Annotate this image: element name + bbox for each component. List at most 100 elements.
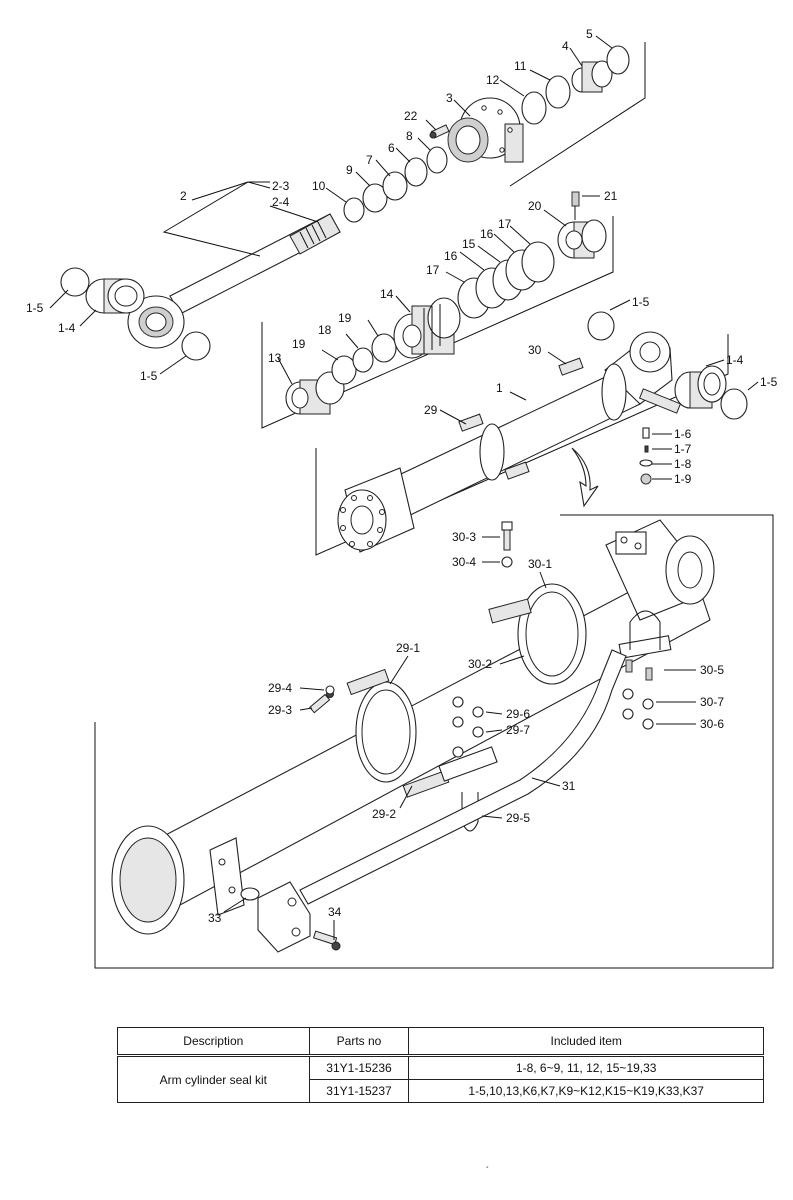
detail-arrow-icon xyxy=(571,447,599,508)
ring-10 xyxy=(343,197,365,223)
callout-18: 18 xyxy=(318,323,332,337)
callout-30-6: 30-6 xyxy=(700,717,724,731)
seal-ring-1-5-lower xyxy=(181,331,211,361)
callout-19-b: 19 xyxy=(338,311,352,325)
pipe-flange xyxy=(257,881,311,953)
header-parts-no: Parts no xyxy=(308,1027,410,1057)
callout-10: 10 xyxy=(312,179,326,193)
callout-3: 3 xyxy=(446,91,453,105)
cell-parts-no: 31Y1-15236 xyxy=(308,1055,410,1080)
callout-30-7: 30-7 xyxy=(700,695,724,709)
callout-4: 4 xyxy=(562,39,569,53)
pin-1-7 xyxy=(644,445,649,453)
callout-1-5-b: 1-5 xyxy=(140,369,158,383)
cell-parts-no: 31Y1-15237 xyxy=(308,1079,410,1103)
table-header-row: Description Parts no Included item xyxy=(117,1027,764,1057)
callout-33: 33 xyxy=(208,911,222,925)
band-30-1 xyxy=(488,583,587,685)
ring-6 xyxy=(404,157,428,187)
callout-labels: 2 2-3 2-4 1-5 1-4 1-5 10 9 7 6 8 22 3 12… xyxy=(26,27,778,925)
band-29 xyxy=(458,413,530,481)
leader-lines xyxy=(49,35,759,940)
callout-30-4: 30-4 xyxy=(452,555,476,569)
ring-12 xyxy=(521,91,547,125)
callout-30-5: 30-5 xyxy=(700,663,724,677)
o-ring-33 xyxy=(240,887,260,901)
callout-19-a: 19 xyxy=(292,337,306,351)
panel-outline-detail xyxy=(94,514,774,969)
bolt-30-3 xyxy=(501,521,513,551)
bushing-1-4-left xyxy=(85,278,145,314)
callout-14: 14 xyxy=(380,287,394,301)
bracket-30-2 xyxy=(618,610,672,659)
callout-1-4-b: 1-4 xyxy=(726,353,744,367)
callout-20: 20 xyxy=(528,199,542,213)
cell-included-item: 1-5,10,13,K6,K7,K9~K12,K15~K19,K33,K37 xyxy=(408,1079,764,1103)
callout-9: 9 xyxy=(346,163,353,177)
callout-1-5-d: 1-5 xyxy=(760,375,778,389)
band-30 xyxy=(558,357,682,421)
ring-7 xyxy=(382,171,408,201)
callout-1-4-a: 1-4 xyxy=(58,321,76,335)
nut-20 xyxy=(557,219,607,259)
ring-17-upper xyxy=(521,241,555,283)
ring-18 xyxy=(352,347,374,373)
callout-1-8: 1-8 xyxy=(674,457,692,471)
header-description: Description xyxy=(117,1027,310,1057)
callout-29-4: 29-4 xyxy=(268,681,292,695)
footer-mark: ´ xyxy=(486,1166,490,1177)
callout-7: 7 xyxy=(366,153,373,167)
table-row: 31Y1-15237 1-5,10,13,K6,K7,K9~K12,K15~K1… xyxy=(118,1079,764,1103)
callout-29-5: 29-5 xyxy=(506,811,530,825)
callout-2-4: 2-4 xyxy=(272,195,290,209)
piston-14 xyxy=(393,297,461,359)
ring-19-upper xyxy=(371,333,397,363)
callout-1-6: 1-6 xyxy=(674,427,692,441)
callout-8: 8 xyxy=(406,129,413,143)
callout-29-7: 29-7 xyxy=(506,723,530,737)
bushing-4 xyxy=(571,60,613,93)
callout-17-a: 17 xyxy=(426,263,440,277)
callout-6: 6 xyxy=(388,141,395,155)
bolt-22 xyxy=(429,124,450,139)
bushing-1-4-right xyxy=(674,365,727,409)
band-29-1 xyxy=(346,668,417,783)
seal-kit-table: Description Parts no Included item Arm c… xyxy=(117,1027,764,1103)
seal-ring-1-5-right xyxy=(720,388,748,420)
callout-30-3: 30-3 xyxy=(452,530,476,544)
washer-29-4 xyxy=(325,685,335,695)
callout-34: 34 xyxy=(328,905,342,919)
nuts-30-6 xyxy=(622,659,654,730)
cell-description: Arm cylinder seal kit xyxy=(117,1055,310,1103)
callout-5: 5 xyxy=(586,27,593,41)
callout-31: 31 xyxy=(562,779,576,793)
washer-30-4 xyxy=(501,556,513,568)
cell-included-item: 1-8, 6~9, 11, 12, 15~19,33 xyxy=(408,1055,764,1080)
ring-11 xyxy=(545,75,571,109)
callout-29-3: 29-3 xyxy=(268,703,292,717)
callout-30-2: 30-2 xyxy=(468,657,492,671)
callout-1-5-a: 1-5 xyxy=(26,301,44,315)
bolt-34 xyxy=(312,930,341,951)
callout-11: 11 xyxy=(514,59,527,73)
ring-19-lower xyxy=(331,355,357,385)
callout-29-1: 29-1 xyxy=(396,641,420,655)
callout-17-b: 17 xyxy=(498,217,512,231)
callout-29-6: 29-6 xyxy=(506,707,530,721)
callout-1-5-c: 1-5 xyxy=(632,295,650,309)
callout-16-b: 16 xyxy=(480,227,494,241)
panel-outline-rod xyxy=(509,42,646,187)
set-screw-21 xyxy=(571,191,580,220)
ring-9 xyxy=(362,183,388,213)
cap-1-9 xyxy=(640,473,652,485)
rod-cover-3 xyxy=(447,97,524,163)
header-included-item: Included item xyxy=(408,1027,764,1057)
seal-ring-1-5-left xyxy=(60,267,90,297)
o-ring-1-8 xyxy=(639,459,653,467)
callout-29-2: 29-2 xyxy=(372,807,396,821)
grease-fitting-1-6 xyxy=(642,427,650,439)
arm-cylinder-exploded-diagram: 2 2-3 2-4 1-5 1-4 1-5 10 9 7 6 8 22 3 12… xyxy=(26,27,778,969)
callout-29: 29 xyxy=(424,403,438,417)
callout-15: 15 xyxy=(462,237,476,251)
callout-30-1: 30-1 xyxy=(528,557,552,571)
